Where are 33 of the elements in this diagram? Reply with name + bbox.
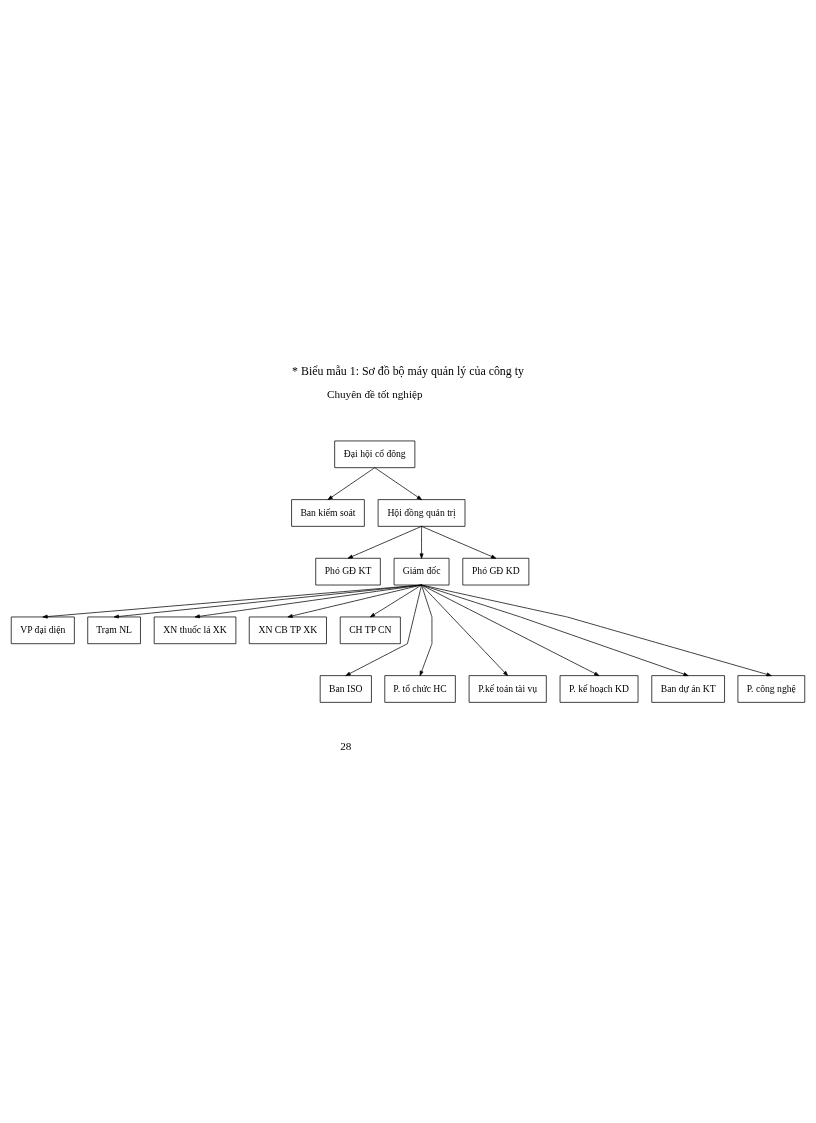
arrow xyxy=(421,584,689,676)
node-box: Ban kiểm soát xyxy=(291,498,365,527)
node-box: Đại hội cổ đông xyxy=(334,440,416,468)
arrow xyxy=(421,584,600,676)
node-box: CH TP CN xyxy=(339,616,401,644)
arrow xyxy=(419,584,433,676)
arrow xyxy=(194,584,422,618)
arrow xyxy=(42,584,422,618)
arrow xyxy=(369,584,422,617)
arrow xyxy=(421,525,497,559)
node-box: Hội đồng quản trị xyxy=(377,498,466,527)
node-box: XN thuốc lá XK xyxy=(153,616,237,644)
diagram-title: * Biểu mẫu 1: Sơ đồ bộ máy quản lý của công ty xyxy=(292,363,524,378)
arrow xyxy=(421,584,772,676)
arrow xyxy=(113,584,422,618)
node-box: Ban ISO xyxy=(319,674,372,703)
node-box: P. kế hoạch KD xyxy=(559,674,639,703)
arrow xyxy=(345,584,422,676)
node-box: P. tổ chức HC xyxy=(384,674,456,703)
label: 28 xyxy=(340,739,352,752)
arrow xyxy=(419,525,424,559)
arrow xyxy=(327,466,376,500)
arrow xyxy=(374,466,422,500)
arrow xyxy=(421,584,509,676)
node-box: XN CB TP XK xyxy=(248,616,327,644)
arrow xyxy=(287,584,422,618)
node-box: Ban dự án KT xyxy=(651,674,725,703)
label: Chuyên đề tốt nghiệp xyxy=(327,387,423,400)
node-box: Phó GĐ KT xyxy=(315,557,381,585)
arrow xyxy=(347,525,422,559)
node-box: Giám đốc xyxy=(393,557,450,585)
node-box: Phó GĐ KD xyxy=(462,557,530,585)
node-box: P.kế toán tài vụ xyxy=(468,674,547,703)
